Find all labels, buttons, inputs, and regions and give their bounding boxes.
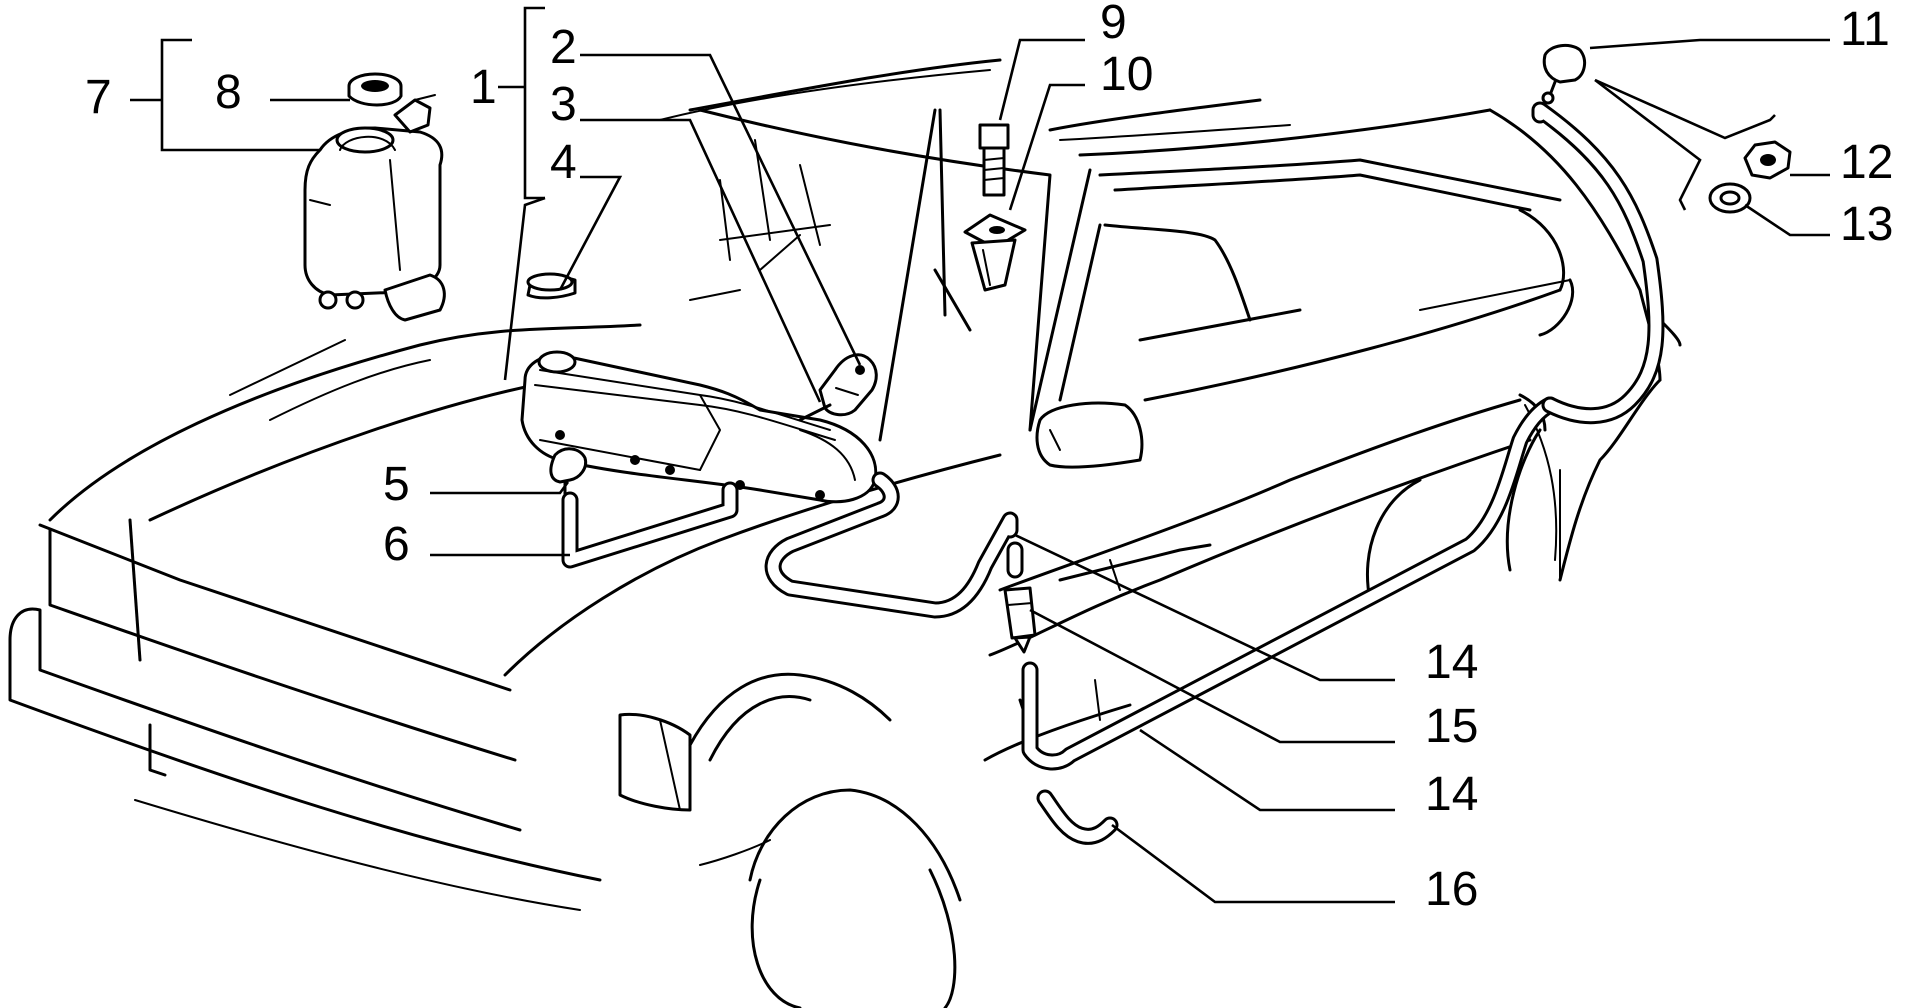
callout-10: 10 <box>1100 48 1153 101</box>
callout-14-a: 14 <box>1425 636 1478 689</box>
nozzle-part-5 <box>549 447 588 497</box>
callout-4: 4 <box>550 136 577 189</box>
callout-7: 7 <box>85 71 112 124</box>
callout-11: 11 <box>1840 3 1890 56</box>
callout-3: 3 <box>550 78 577 131</box>
valve-part-15 <box>1003 586 1037 654</box>
hose-lines <box>561 101 1665 845</box>
bolt-part-9 <box>978 123 1010 197</box>
expansion-tank-part-7 <box>303 94 446 322</box>
rear-nozzle-part-11 <box>1541 43 1587 105</box>
callout-6: 6 <box>383 518 410 571</box>
callout-12: 12 <box>1840 136 1893 189</box>
washer-reservoir-part-1 <box>520 350 878 504</box>
callout-13: 13 <box>1840 198 1893 251</box>
nut-part-12 <box>1743 140 1792 180</box>
callout-5: 5 <box>383 458 410 511</box>
callout-1: 1 <box>470 61 497 114</box>
callout-14-b: 14 <box>1425 768 1478 821</box>
callout-labels: 7 8 1 2 3 4 5 6 9 10 11 12 13 14 15 14 1… <box>85 0 1893 916</box>
callout-2: 2 <box>550 21 577 74</box>
callout-15: 15 <box>1425 700 1478 753</box>
cap-part-8 <box>347 72 403 107</box>
washer-pump-part-2 <box>798 353 878 422</box>
callout-8: 8 <box>215 66 242 119</box>
callout-9: 9 <box>1100 0 1127 49</box>
car-body-outline <box>8 58 1682 1008</box>
washer-part-13 <box>1708 182 1752 214</box>
callout-16: 16 <box>1425 863 1478 916</box>
clip-nut-part-10 <box>963 213 1027 292</box>
leader-lines <box>130 6 1830 904</box>
